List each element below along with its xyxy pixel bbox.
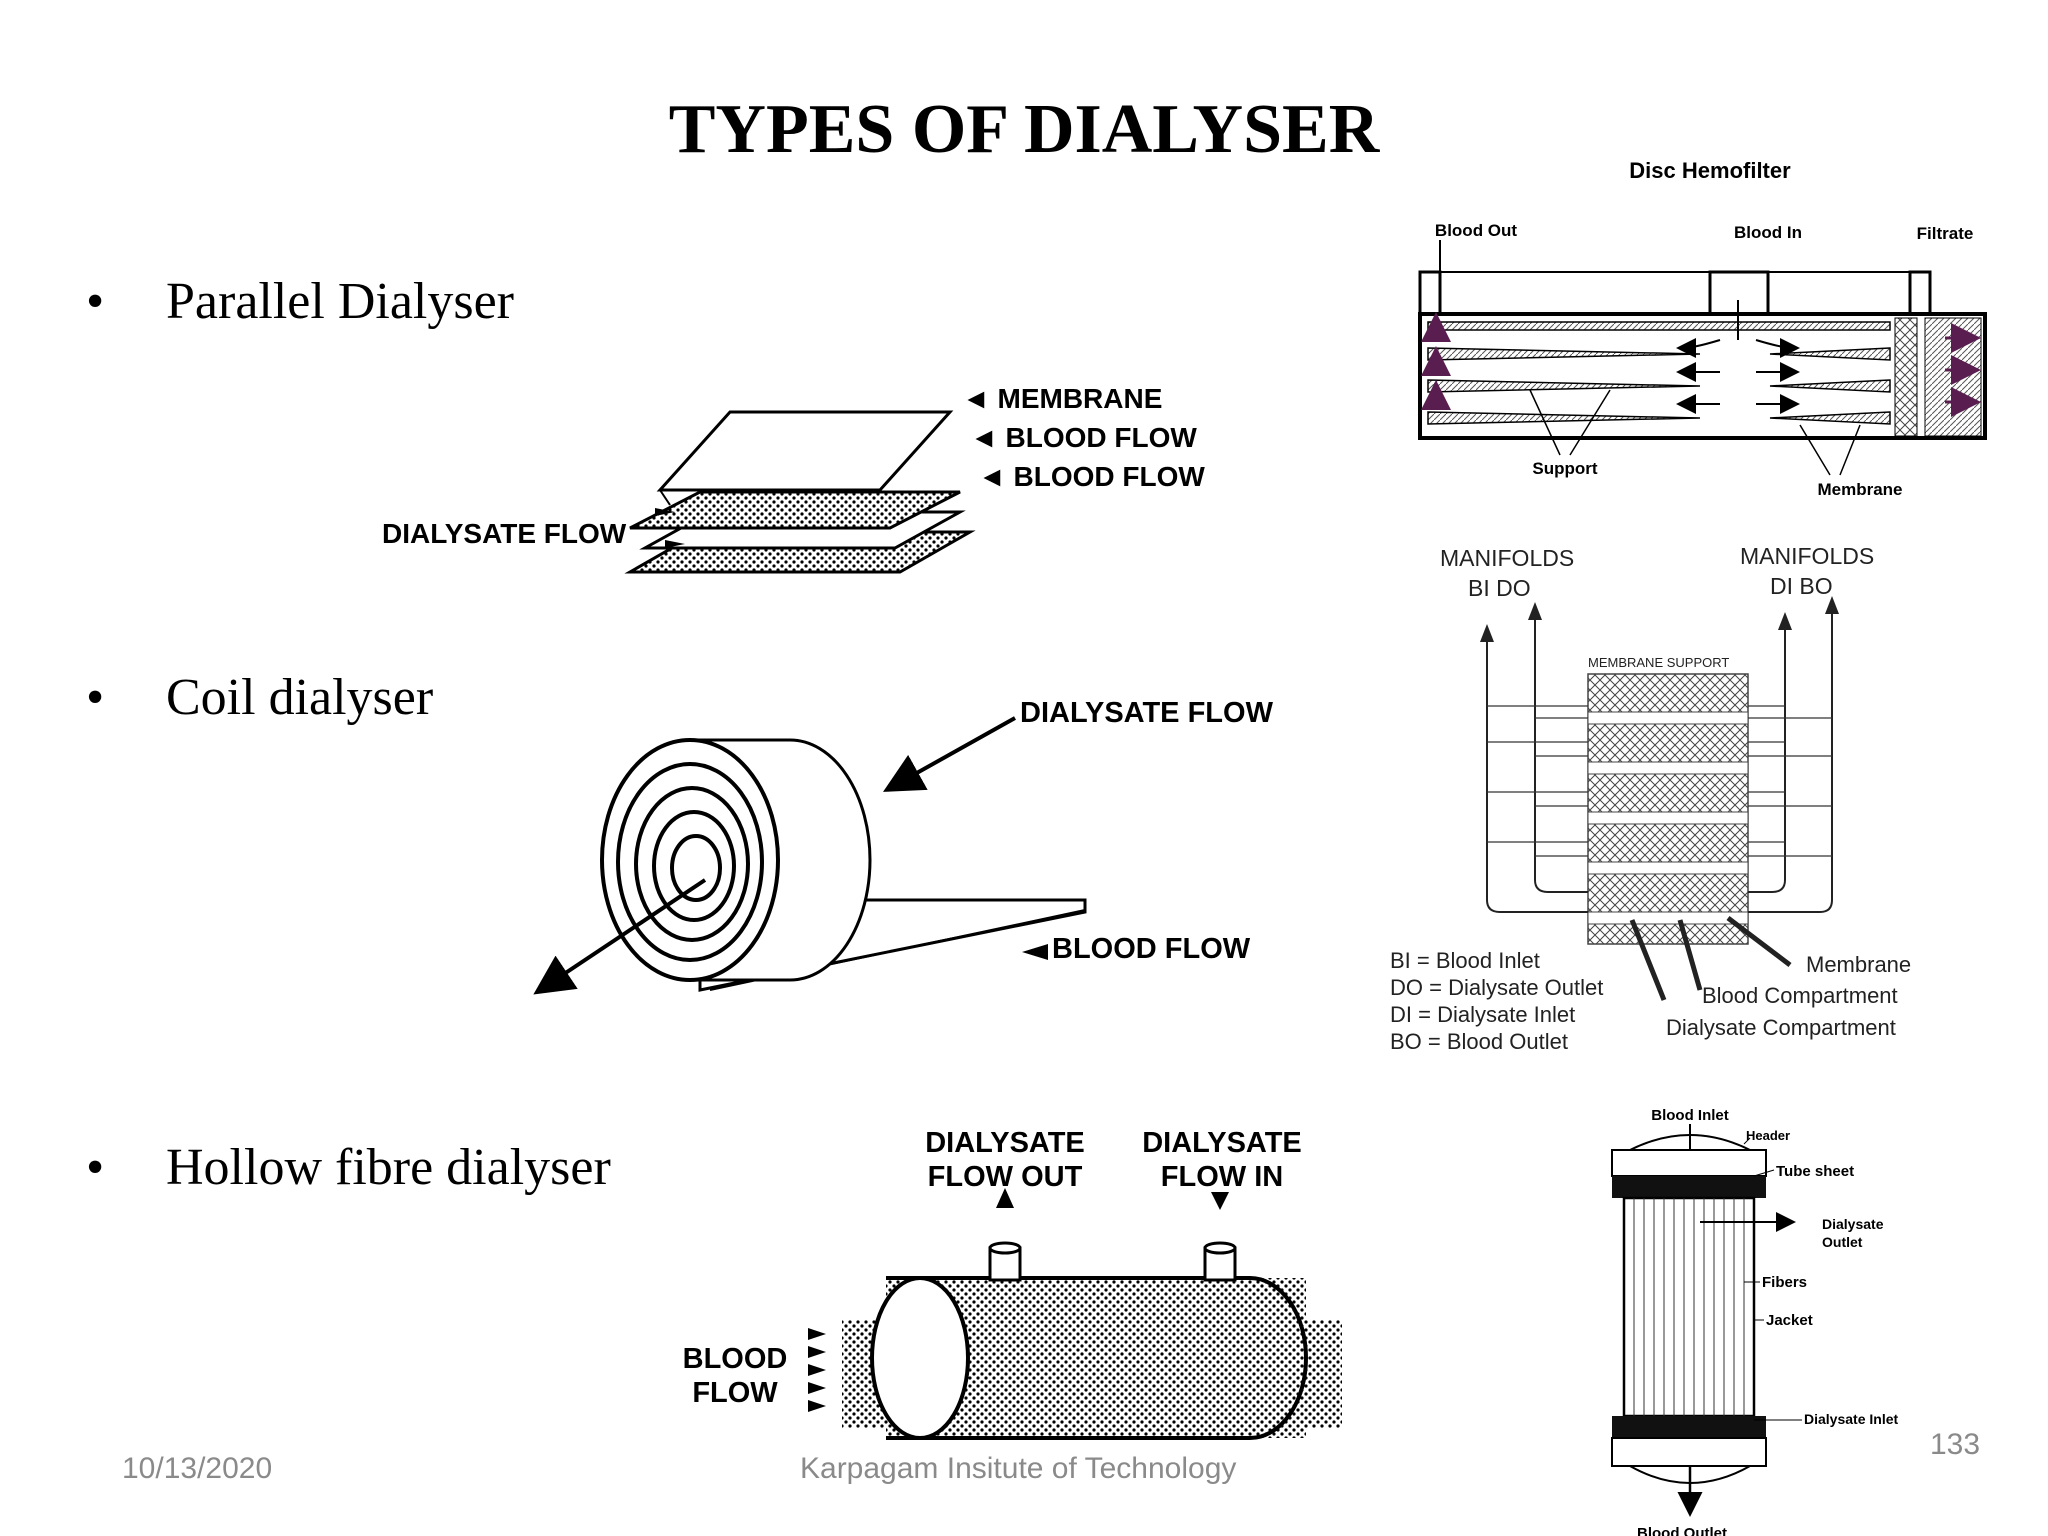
manifolds-left-label: MANIFOLDS	[1440, 545, 1574, 571]
parallel-blood-flow-label-1: ◄ BLOOD FLOW	[970, 422, 1197, 453]
coil-dialyser-diagram: DIALYSATE FLOW BLOOD FLOW	[533, 697, 1274, 995]
footer-organization: Karpagam Insitute of Technology	[800, 1452, 1237, 1485]
disc-filtrate-label: Filtrate	[1917, 224, 1974, 243]
manifold-plate-diagram: MANIFOLDS BI DO MANIFOLDS DI BO MEMBRANE…	[1390, 543, 1911, 1054]
dialysate-in-arrow-icon	[1211, 1192, 1229, 1210]
hollow-blood-label-line2: FLOW	[692, 1377, 778, 1409]
dialysate-out-label-line1: DIALYSATE	[925, 1127, 1085, 1159]
disc-hemofilter-diagram: Disc Hemofilter Blood Out Blood In Filtr…	[1418, 158, 1987, 499]
parallel-membrane-label: ◄ MEMBRANE	[962, 383, 1162, 414]
disc-blood-out-label: Blood Out	[1435, 221, 1517, 240]
parallel-blood-flow-label-2: ◄ BLOOD FLOW	[978, 461, 1205, 492]
bullet-coil: • Coil dialyser	[86, 668, 433, 727]
coil-dialysate-arrow-icon	[883, 716, 1016, 792]
blood-compartment-label: Blood Compartment	[1702, 983, 1898, 1008]
coil-outflow-arrow-icon	[533, 878, 707, 995]
fiber-blood-inlet-label: Blood Inlet	[1651, 1107, 1729, 1124]
dialysate-compartment-label: Dialysate Compartment	[1666, 1015, 1896, 1040]
dialysate-out-arrow-icon	[996, 1188, 1014, 1208]
manifold-do-arrow-icon	[1528, 602, 1542, 620]
coil-dialysate-flow-label: DIALYSATE FLOW	[1020, 697, 1274, 729]
manifold-membrane-label: Membrane	[1806, 952, 1911, 977]
legend-do: DO = Dialysate Outlet	[1390, 975, 1603, 1000]
disc-blood-in-label: Blood In	[1734, 223, 1802, 242]
dialysate-in-label-line1: DIALYSATE	[1142, 1127, 1302, 1159]
dialysate-in-label-line2: FLOW IN	[1161, 1161, 1283, 1193]
fiber-header-label: Header	[1746, 1128, 1790, 1143]
parallel-dialysate-flow-label: DIALYSATE FLOW	[382, 518, 627, 549]
fiber-dialysate-outlet-label-1: Dialysate	[1822, 1216, 1884, 1232]
manifolds-right-label: MANIFOLDS	[1740, 543, 1874, 569]
fiber-cross-section-diagram: Blood Inlet Header Tube sheet Dialysate …	[1611, 1107, 1898, 1536]
manifolds-bi-do-label: BI DO	[1468, 575, 1531, 601]
bullet-marker: •	[86, 669, 105, 726]
fiber-tube-sheet-label: Tube sheet	[1776, 1163, 1854, 1180]
bullet-parallel: • Parallel Dialyser	[86, 272, 514, 331]
dialysate-out-label-line2: FLOW OUT	[928, 1161, 1083, 1193]
disc-support-label: Support	[1532, 459, 1597, 478]
bullet-text: Coil dialyser	[166, 669, 434, 726]
disc-hemofilter-title: Disc Hemofilter	[1629, 158, 1791, 183]
manifold-bi-arrow-icon	[1480, 624, 1494, 642]
fiber-dialysate-inlet-label: Dialysate Inlet	[1804, 1411, 1898, 1427]
disc-membrane-label: Membrane	[1817, 480, 1902, 499]
bullet-marker: •	[86, 1139, 105, 1196]
coil-blood-flow-label: BLOOD FLOW	[1052, 933, 1251, 965]
fiber-jacket-label: Jacket	[1766, 1312, 1813, 1329]
hollow-blood-arrows-icon	[808, 1328, 826, 1412]
hollow-fibre-dialyser-diagram: DIALYSATE FLOW OUT DIALYSATE FLOW IN BLO…	[683, 1127, 1342, 1440]
parallel-dialyser-diagram: ◄ MEMBRANE ◄ BLOOD FLOW ◄ BLOOD FLOW DIA…	[382, 383, 1205, 574]
manifold-bo-arrow-icon	[1825, 596, 1839, 614]
bullet-marker: •	[86, 273, 105, 330]
legend-di: DI = Dialysate Inlet	[1390, 1002, 1575, 1027]
membrane-support-label: MEMBRANE SUPPORT	[1588, 655, 1729, 670]
fiber-fibers-label: Fibers	[1762, 1274, 1807, 1291]
fiber-dialysate-outlet-label-2: Outlet	[1822, 1234, 1863, 1250]
footer-date: 10/13/2020	[122, 1452, 273, 1485]
parallel-arrow-icon	[655, 508, 675, 516]
manifold-di-arrow-icon	[1778, 612, 1792, 630]
coil-blood-arrow-icon	[1022, 944, 1048, 960]
legend-bi: BI = Blood Inlet	[1390, 948, 1540, 973]
hollow-blood-label-line1: BLOOD	[683, 1343, 788, 1375]
slide-title: TYPES OF DIALYSER	[668, 91, 1380, 168]
fiber-blood-outlet-label: Blood Outlet	[1637, 1525, 1727, 1536]
page-number: 133	[1930, 1428, 1981, 1461]
legend-bo: BO = Blood Outlet	[1390, 1029, 1568, 1054]
parallel-arrow-icon	[665, 540, 685, 548]
manifolds-di-bo-label: DI BO	[1770, 573, 1833, 599]
bullet-text: Parallel Dialyser	[166, 273, 514, 330]
bullet-hollow: • Hollow fibre dialyser	[86, 1138, 611, 1197]
bullet-text: Hollow fibre dialyser	[166, 1139, 611, 1196]
